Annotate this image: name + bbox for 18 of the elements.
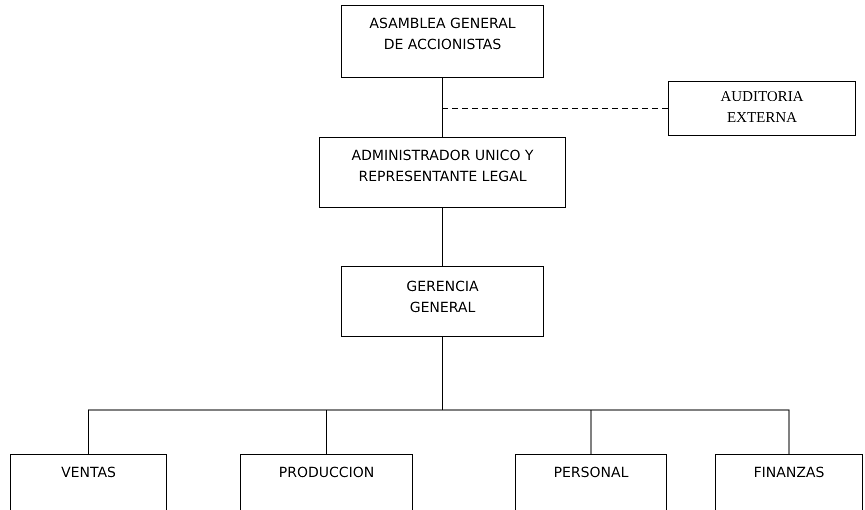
org-box: [341, 5, 544, 78]
box-label: VENTAS: [61, 464, 116, 483]
org-box: [319, 137, 566, 208]
box-label: ADMINISTRADOR UNICO Y REPRESENTANTE LEGAL: [350, 147, 534, 187]
box-label: FINANZAS: [754, 464, 824, 483]
org-box: [668, 81, 856, 136]
box-label: PERSONAL: [554, 464, 628, 483]
box-label: PRODUCCION: [278, 464, 374, 483]
org-box: [10, 454, 167, 510]
connector-line: [442, 208, 443, 266]
org-box: [240, 454, 413, 510]
org-box: [341, 266, 544, 337]
box-label: AUDITORIA EXTERNA: [719, 88, 805, 128]
dashed-connector: [442, 108, 668, 138]
org-box: [715, 454, 863, 510]
org-box: [515, 454, 667, 510]
box-label: ASAMBLEA GENERAL DE ACCIONISTAS: [368, 15, 517, 55]
box-label: GERENCIA GENERAL: [405, 278, 480, 318]
